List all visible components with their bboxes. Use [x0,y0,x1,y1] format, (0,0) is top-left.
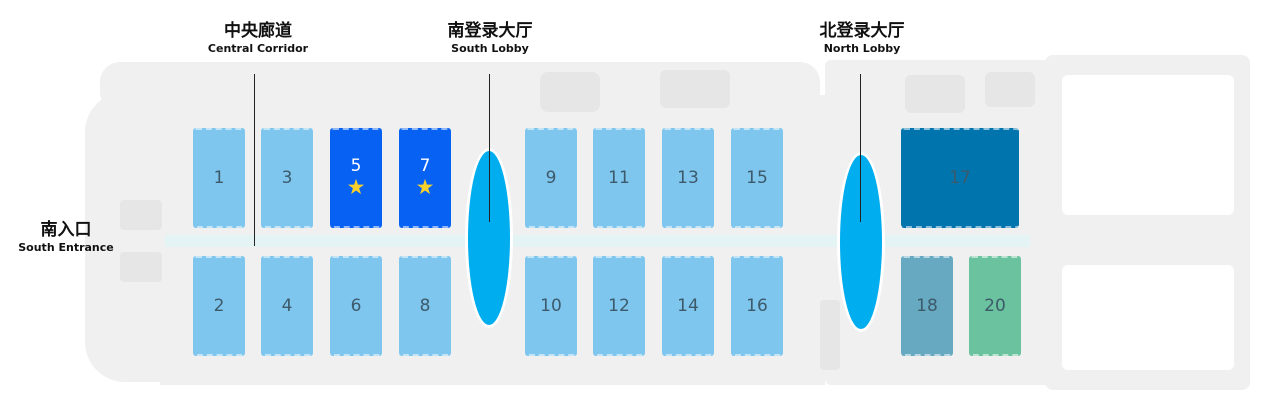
central-corridor-strip [165,235,1030,247]
hall-number: 2 [213,295,225,316]
central-corridor-leader-line [254,74,255,246]
south-entrance-en: South Entrance [18,241,114,254]
hall-12[interactable]: 12 [593,256,645,356]
hall-number: 16 [746,295,768,316]
hall-number: 17 [949,167,971,188]
hall-4[interactable]: 4 [261,256,313,356]
hall-number: 20 [984,295,1006,316]
hall-20[interactable]: 20 [969,256,1021,356]
south-lobby-leader-line [489,74,490,222]
hall-17[interactable]: 17 [901,128,1019,228]
hall-number: 18 [916,295,938,316]
hall-15[interactable]: 15 [731,128,783,228]
north-lobby-zh: 北登录大厅 [819,21,905,41]
star-icon: ★ [415,175,435,199]
central-corridor-en: Central Corridor [207,42,309,55]
hall-14[interactable]: 14 [662,256,714,356]
south-entrance-zh: 南入口 [40,220,92,240]
hall-number: 4 [281,295,293,316]
central-corridor-zh: 中央廊道 [224,21,292,41]
hall-5[interactable]: 5★ [330,128,382,228]
hall-9[interactable]: 9 [525,128,577,228]
hall-number: 14 [677,295,699,316]
hall-number: 9 [545,167,557,188]
hall-3[interactable]: 3 [261,128,313,228]
hall-7[interactable]: 7★ [399,128,451,228]
hall-1[interactable]: 1 [193,128,245,228]
hall-18[interactable]: 18 [901,256,953,356]
hall-number: 3 [281,167,293,188]
star-icon: ★ [346,175,366,199]
hall-number: 12 [608,295,630,316]
hall-number: 1 [213,167,225,188]
south-lobby-en: South Lobby [451,42,529,55]
hall-11[interactable]: 11 [593,128,645,228]
south-lobby-zh: 南登录大厅 [447,21,533,41]
south-lobby-label: 南登录大厅 South Lobby [448,21,533,56]
hall-number: 7 [419,156,431,176]
hall-2[interactable]: 2 [193,256,245,356]
north-lobby-label: 北登录大厅 North Lobby [820,21,905,56]
hall-13[interactable]: 13 [662,128,714,228]
south-entrance-label: 南入口 South Entrance [18,220,114,255]
hall-number: 5 [350,156,362,176]
hall-number: 11 [608,167,630,188]
north-lobby-leader-line [860,74,861,222]
hall-number: 15 [746,167,768,188]
hall-16[interactable]: 16 [731,256,783,356]
north-lobby-en: North Lobby [823,42,901,55]
hall-6[interactable]: 6 [330,256,382,356]
hall-number: 10 [540,295,562,316]
central-corridor-label: 中央廊道 Central Corridor [208,21,308,56]
hall-10[interactable]: 10 [525,256,577,356]
hall-number: 6 [350,295,362,316]
hall-number: 8 [419,295,431,316]
north-lobby-ellipse[interactable] [837,152,885,332]
hall-8[interactable]: 8 [399,256,451,356]
hall-number: 13 [677,167,699,188]
